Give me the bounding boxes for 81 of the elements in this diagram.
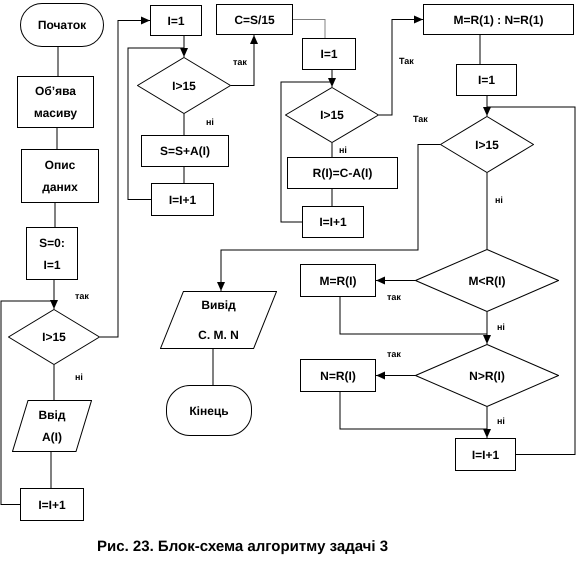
step-label: M=R(1) : N=R(1)	[453, 12, 544, 26]
arrow	[376, 372, 416, 380]
edge-label: ні	[74, 372, 84, 382]
decision-diamond	[415, 249, 559, 312]
edge-label: ні	[205, 117, 215, 127]
step-label: R(I)=C-A(I)	[312, 166, 372, 180]
step-label: Опис даних	[41, 157, 79, 196]
decision-diamond	[137, 57, 231, 114]
connector-line	[212, 348, 214, 386]
step-label: I=I+1	[168, 192, 196, 206]
terminal-label: Кінець	[189, 404, 229, 418]
arrow	[230, 34, 258, 86]
decision-diamond	[285, 87, 379, 143]
condition-label: I>15	[475, 138, 499, 152]
edge-label: ні	[496, 322, 506, 332]
edge-label: так	[74, 291, 90, 301]
process-box	[456, 64, 517, 96]
arrow	[0, 300, 58, 505]
arrow	[340, 392, 491, 438]
step-label: C=S/15	[234, 12, 275, 26]
step-label: S=0: I=1	[38, 234, 66, 274]
decision-diamond	[415, 344, 559, 407]
process-box	[20, 488, 84, 521]
arrow	[128, 48, 188, 200]
terminal-label: Початок	[38, 18, 86, 32]
connector-line	[486, 172, 488, 250]
arrow	[217, 144, 440, 292]
arrow	[340, 296, 491, 344]
process-box	[17, 76, 94, 128]
step-label: I=1	[320, 47, 338, 61]
process-box	[21, 149, 99, 203]
process-box	[150, 5, 202, 36]
condition-label: M<R(I)	[468, 274, 506, 288]
io-label: Вивід C. M. N	[197, 297, 240, 344]
process-box	[300, 359, 376, 392]
arrow	[100, 16, 150, 338]
arrow	[376, 276, 416, 284]
figure-caption: Рис. 23. Блок-схема алгоритму задачі 3	[97, 537, 388, 557]
arrow	[483, 106, 576, 455]
process-box	[26, 227, 78, 280]
process-box	[302, 38, 356, 70]
process-box	[141, 135, 229, 167]
connector-line	[50, 452, 52, 488]
decision-diamond	[8, 309, 100, 365]
connector-line	[56, 128, 58, 150]
step-label: I=1	[167, 14, 184, 28]
io-label: Ввід A(I)	[38, 407, 66, 446]
process-box	[151, 183, 214, 216]
process-box	[302, 206, 364, 238]
edge-label: так	[386, 292, 402, 302]
edge-label: так	[232, 57, 248, 67]
connector-line	[292, 19, 326, 38]
step-label: Об’ява масиву	[32, 83, 78, 122]
process-box	[455, 438, 516, 471]
io-parallelogram	[160, 291, 277, 349]
arrow	[378, 16, 424, 116]
process-box	[216, 4, 293, 35]
condition-label: N>R(I)	[469, 368, 505, 382]
arrow	[280, 78, 336, 222]
process-box	[300, 264, 376, 297]
step-label: I=I+1	[319, 215, 347, 229]
edge-label: Так	[412, 114, 429, 124]
process-box	[423, 4, 574, 35]
step-label: S=S+A(I)	[160, 144, 210, 158]
step-label: M=R(I)	[320, 274, 356, 288]
step-label: I=I+1	[472, 448, 500, 462]
condition-label: I>15	[320, 108, 344, 122]
edge-label: ні	[494, 195, 504, 205]
io-parallelogram	[12, 400, 92, 452]
process-box	[287, 157, 398, 189]
connector-line	[54, 202, 56, 228]
edge-label: так	[386, 349, 402, 359]
decision-diamond	[440, 116, 534, 173]
edge-label: ні	[338, 145, 348, 155]
edge-label: Так	[398, 56, 415, 66]
step-label: I=1	[478, 73, 495, 87]
edge-label: ні	[496, 416, 506, 426]
condition-label: I>15	[172, 78, 196, 92]
condition-label: I>15	[42, 330, 66, 344]
step-label: N=R(I)	[320, 368, 356, 382]
step-label: I=I+1	[38, 498, 66, 512]
